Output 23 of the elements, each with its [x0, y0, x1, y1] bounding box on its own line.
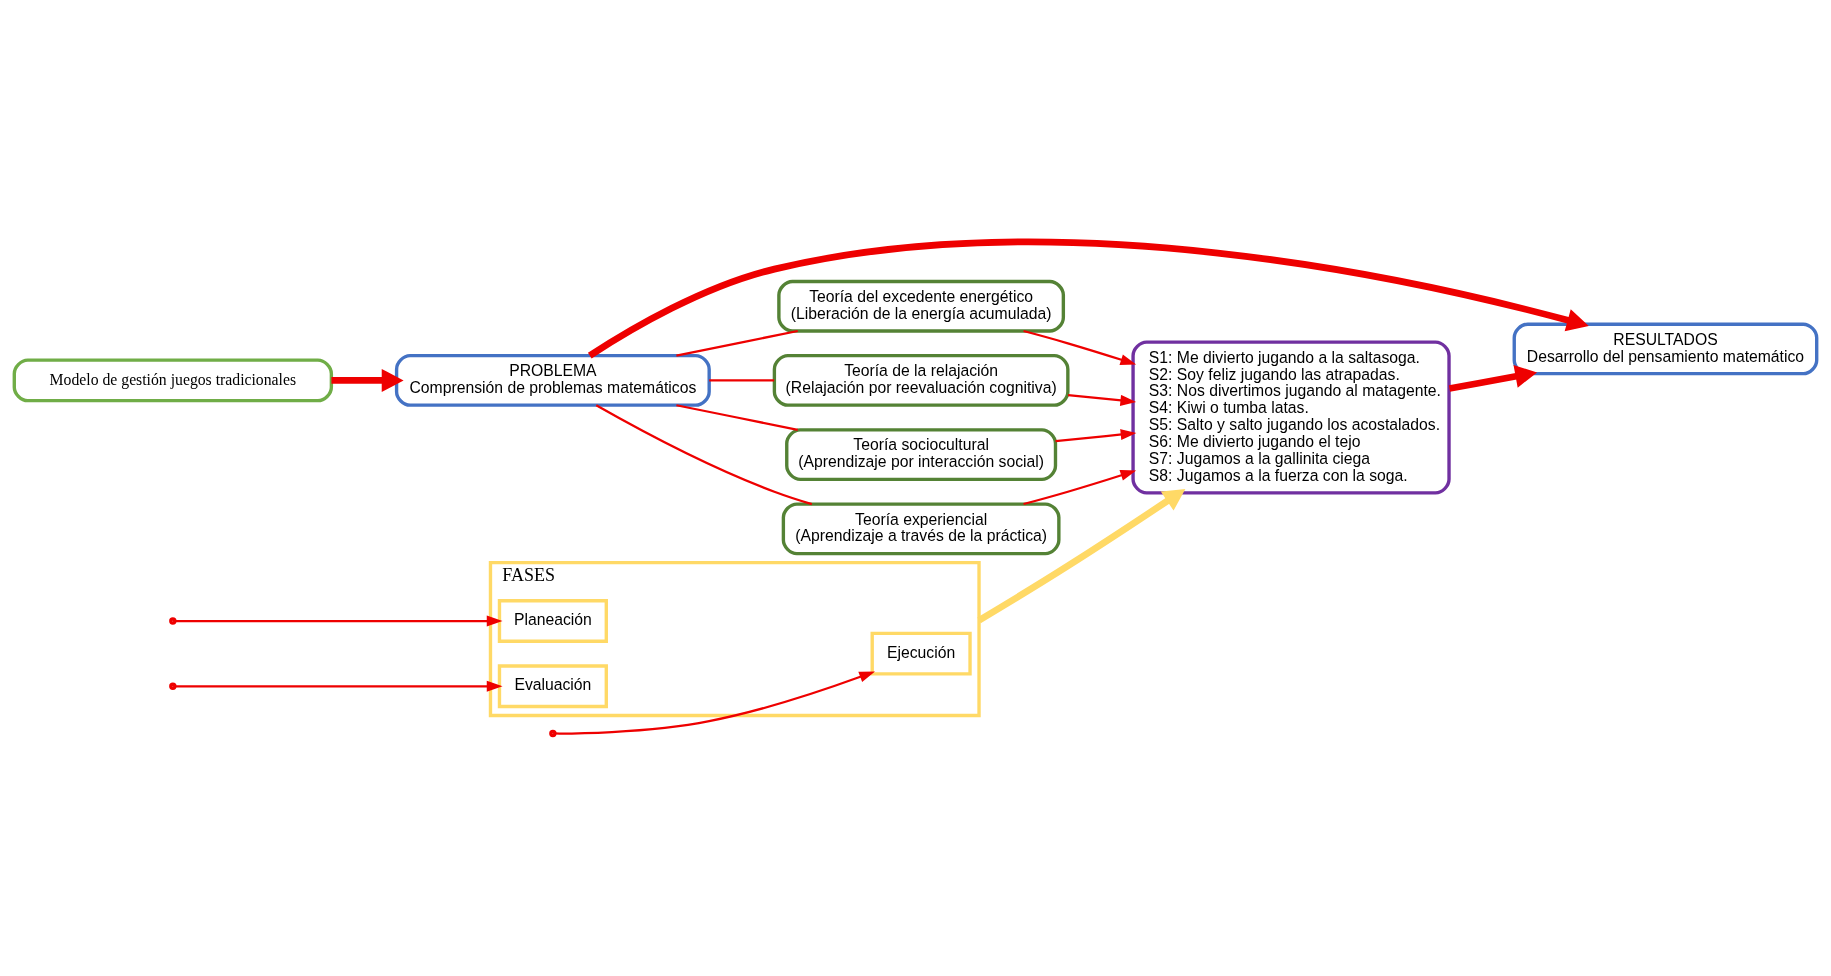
arrow — [587, 238, 1589, 358]
arrow — [1448, 364, 1538, 392]
arrow — [977, 488, 1186, 623]
arrow — [1055, 428, 1137, 442]
node-box: Teoría experiencial (Aprendizaje a través de la práctica) — [781, 501, 1061, 555]
node-box: Planeación — [497, 598, 608, 643]
arrow — [555, 670, 876, 735]
node-box: Evaluación — [497, 663, 608, 708]
node-box: PROBLEMA Comprensión de problemas matemáticos — [394, 353, 711, 407]
arrow — [1067, 393, 1137, 406]
node-box: Teoría del excedente energético (Liberación de la energía acumulada) — [777, 279, 1066, 333]
arrow — [175, 680, 503, 692]
arrow — [331, 368, 404, 392]
node-box: Ejecución — [870, 631, 972, 676]
connector — [676, 329, 798, 357]
node-box: S1: Me divierto jugando a la saltasoga. S2: Soy feliz jugando las atrapadas. S3: Nos divertimos jugando al matagente. S4: Kiwi o tumba latas. S5: Salto y salto jugando los acostalados. S6: Me divierto jugando el tejo S7: Jugamos a la gallinita ciega S8: Jugamos a la fuerza con la soga. — [1131, 340, 1451, 495]
node-box: RESULTADOS Desarrollo del pensamiento matemático — [1512, 322, 1819, 375]
connector — [709, 378, 775, 382]
node-box: Modelo de gestión juegos tradicionales — [12, 358, 334, 402]
connector — [676, 403, 798, 431]
node-box: Teoría de la relajación (Relajación por reevaluación cognitiva) — [772, 353, 1070, 407]
arrow — [175, 615, 503, 627]
node-box: Teoría sociocultural (Aprendizaje por interacción social) — [785, 427, 1058, 481]
